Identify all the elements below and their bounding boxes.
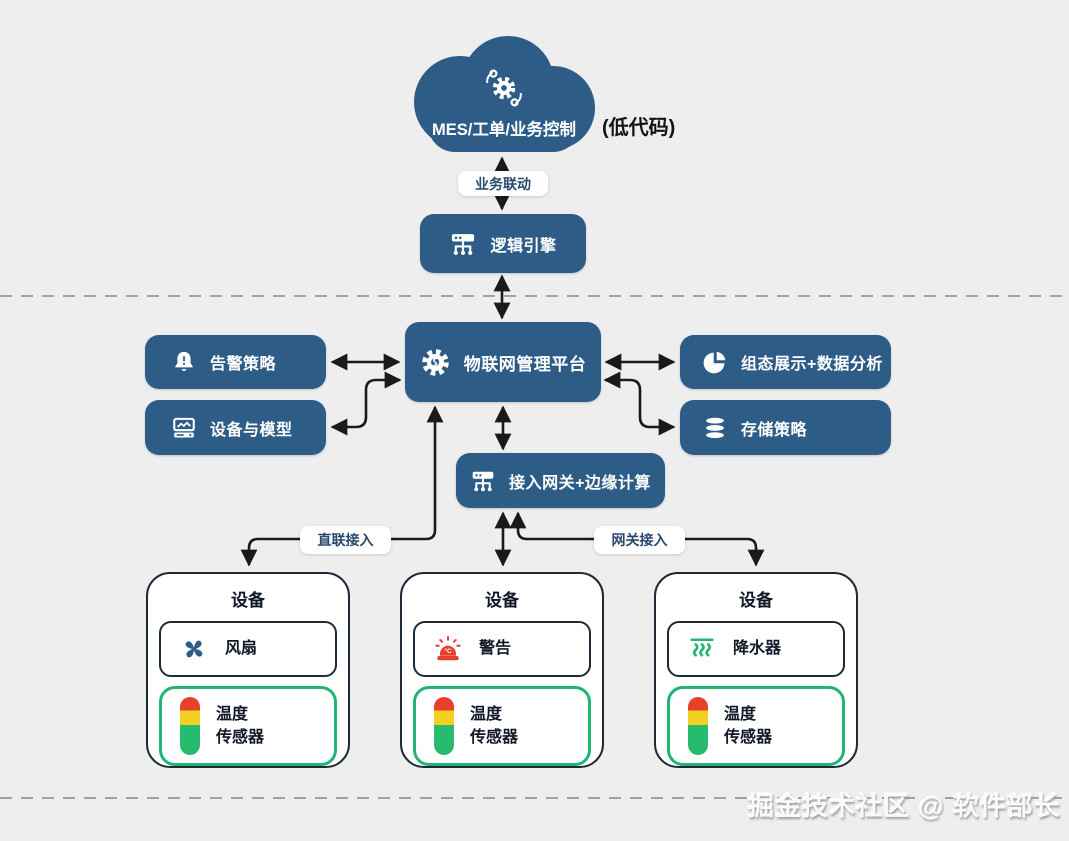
pill-direct-access: 直联接入	[300, 526, 391, 554]
divider-dashed-top	[0, 295, 1069, 297]
sensor-temperature: 温度 传感器	[667, 686, 845, 766]
device-model-icon	[171, 415, 197, 441]
sensor-label-line1: 温度	[724, 705, 757, 723]
node-dashboard: 组态展示+数据分析	[680, 335, 891, 389]
cloud-mes-node: MES/工单/业务控制	[408, 36, 600, 154]
sprinkler-icon	[687, 634, 717, 664]
pill-business-link-label: 业务联动	[475, 175, 531, 192]
gear-orbit-icon	[484, 68, 524, 108]
node-logic-engine: 逻辑引擎	[420, 214, 586, 273]
cloud-shape	[414, 36, 595, 152]
fan-icon	[179, 634, 209, 664]
actuator-label: 警告	[479, 640, 512, 658]
node-device-model-label: 设备与模型	[210, 421, 293, 439]
cloud-label: MES/工单/业务控制	[432, 121, 576, 139]
sensor-temperature: 温度 传感器	[159, 686, 337, 766]
actuator-sprinkler: 降水器	[667, 621, 845, 677]
device-title: 设备	[231, 591, 265, 610]
actuator-label: 降水器	[733, 640, 782, 658]
actuator-label: 风扇	[225, 640, 258, 658]
sensor-label-line1: 温度	[470, 705, 503, 723]
traffic-light-icon	[688, 697, 708, 755]
sensor-label-line2: 传感器	[470, 729, 519, 746]
traffic-light-icon	[434, 697, 454, 755]
pill-gateway-access-label: 网关接入	[611, 532, 668, 548]
pill-direct-access-label: 直联接入	[317, 532, 374, 548]
database-icon	[702, 415, 728, 441]
device-card-1: 设备 风扇 温度 传感器	[146, 572, 350, 768]
node-gateway-edge-label: 接入网关+边缘计算	[509, 474, 651, 492]
node-storage-label: 存储策略	[741, 421, 808, 439]
sensor-label: 温度 传感器	[216, 703, 264, 749]
node-iot-platform: 物联网管理平台	[405, 322, 601, 402]
traffic-light-icon	[180, 697, 200, 755]
device-title: 设备	[485, 591, 519, 610]
sensor-temperature: 温度 传感器	[413, 686, 591, 766]
pill-gateway-access: 网关接入	[594, 526, 685, 554]
node-storage: 存储策略	[680, 400, 891, 455]
sensor-label-line2: 传感器	[216, 729, 265, 746]
pill-business-link: 业务联动	[458, 171, 548, 196]
lowcode-note: (低代码)	[602, 117, 676, 139]
actuator-alarm: 警告	[413, 621, 591, 677]
device-title: 设备	[739, 591, 773, 610]
node-logic-engine-label: 逻辑引擎	[490, 237, 557, 255]
sensor-label-line2: 传感器	[724, 729, 773, 746]
arrow-platform-devicemodel	[330, 371, 402, 436]
alarm-icon	[433, 634, 463, 664]
node-alert-policy-label: 告警策略	[210, 356, 277, 373]
watermark: 掘金技术社区 @ 软件部长	[748, 791, 1061, 821]
arrow-platform-storage	[603, 371, 676, 436]
node-iot-platform-label: 物联网管理平台	[463, 354, 587, 374]
node-alert-policy: 告警策略	[145, 335, 326, 389]
sensor-label: 温度 传感器	[724, 703, 772, 749]
device-card-2: 设备 警告 温度 传感器	[400, 572, 604, 768]
actuator-fan: 风扇	[159, 621, 337, 677]
gear-icon	[420, 347, 451, 378]
sensor-label-line1: 温度	[216, 705, 249, 723]
node-dashboard-label: 组态展示+数据分析	[741, 356, 883, 373]
hub-icon	[470, 468, 496, 494]
pie-chart-icon	[702, 349, 728, 375]
node-gateway-edge: 接入网关+边缘计算	[456, 453, 665, 508]
divider-dashed-bottom	[0, 797, 1069, 799]
sensor-label: 温度 传感器	[470, 703, 518, 749]
bell-icon	[171, 349, 197, 375]
hub-icon	[449, 230, 477, 258]
device-card-3: 设备 降水器 温度 传感器	[654, 572, 858, 768]
node-device-model: 设备与模型	[145, 400, 326, 455]
